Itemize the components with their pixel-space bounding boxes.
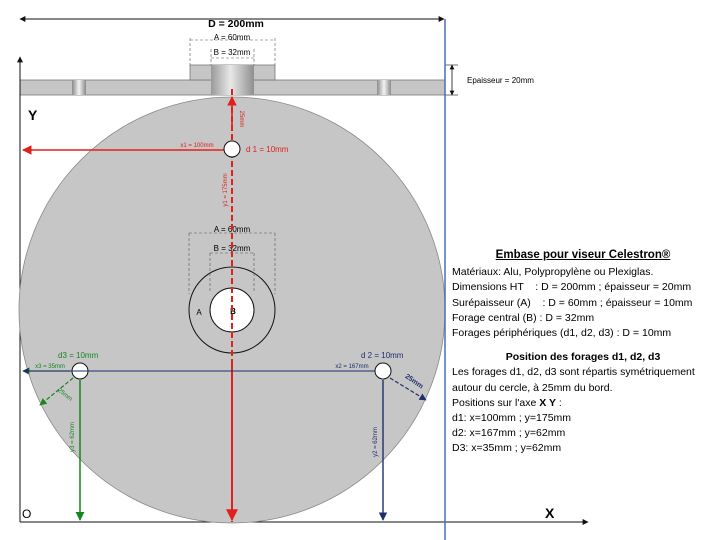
x-axis-label: X	[545, 505, 555, 521]
positions-description: Les forages d1, d2, d3 sont répartis sym…	[452, 366, 695, 394]
letter-a: A	[196, 308, 202, 317]
side-b-label: B = 32mm	[214, 48, 251, 57]
y1-label: y1 = 175mm	[223, 173, 229, 206]
d2-edge-offset-line	[389, 377, 427, 401]
position-d3: D3: x=35mm ; y=62mm	[452, 442, 562, 455]
hole-d2	[374, 362, 392, 380]
hole-side-right	[377, 80, 391, 95]
d2-label: d 2 = 10mm	[361, 351, 404, 360]
y3-label: y3 = 62mm	[70, 422, 76, 452]
x1-label: x1 = 100mm	[180, 143, 213, 149]
diameter-label: D = 200mm	[208, 18, 264, 30]
hole-d1	[223, 140, 241, 158]
side-a-label: A = 60mm	[214, 33, 251, 42]
info-line: Forage central (B) : D = 32mm	[452, 311, 595, 324]
info-line: Forages périphériques (d1, d2, d3) : D =…	[452, 327, 672, 340]
d3-label: d3 = 10mm	[58, 351, 99, 360]
axis-line-prefix: Positions sur l'axe	[452, 396, 540, 409]
info-line: Dimensions HT : D = 200mm ; épaisseur = …	[452, 281, 692, 294]
plate-view: Y X O A B A = 60mm B = 32mm d 1 = 10mm x…	[17, 56, 589, 525]
positions-subtitle: Position des forages d1, d2, d3	[505, 351, 661, 364]
origin-label: O	[22, 507, 31, 521]
d1-offset-label: 25mm	[238, 111, 244, 128]
side-view: D = 200mm A = 60mm B = 32mm Epaisseur = …	[19, 16, 534, 96]
info-panel: Embase pour viseur Celestron® Matériaux:…	[452, 248, 714, 457]
x3-label: x3 = 35mm	[35, 364, 65, 370]
y2-label: y2 = 62mm	[373, 427, 379, 457]
axis-line-suffix: :	[555, 396, 562, 409]
x2-label: x2 = 167mm	[335, 364, 368, 370]
plate-b-label: B = 32mm	[214, 244, 251, 253]
letter-b: B	[230, 307, 236, 316]
axis-line-bold: X Y	[539, 396, 556, 409]
position-d1: d1: x=100mm ; y=175mm	[452, 412, 572, 425]
y-axis-label: Y	[28, 107, 38, 123]
position-d2: d2: x=167mm ; y=62mm	[452, 427, 566, 440]
d1-label: d 1 = 10mm	[246, 145, 289, 154]
thickness-label: Epaisseur = 20mm	[467, 76, 534, 85]
info-line: Surépaisseur (A) : D = 60mm ; épaisseur …	[452, 296, 693, 309]
d3-edge-offset-line	[39, 377, 74, 406]
info-line: Matériaux: Alu, Polypropylène ou Plexigl…	[452, 266, 654, 279]
info-title: Embase pour viseur Celestron®	[495, 249, 671, 261]
axis-line: Positions sur l'axe X Y :	[452, 396, 714, 411]
hole-side-left	[72, 80, 86, 95]
